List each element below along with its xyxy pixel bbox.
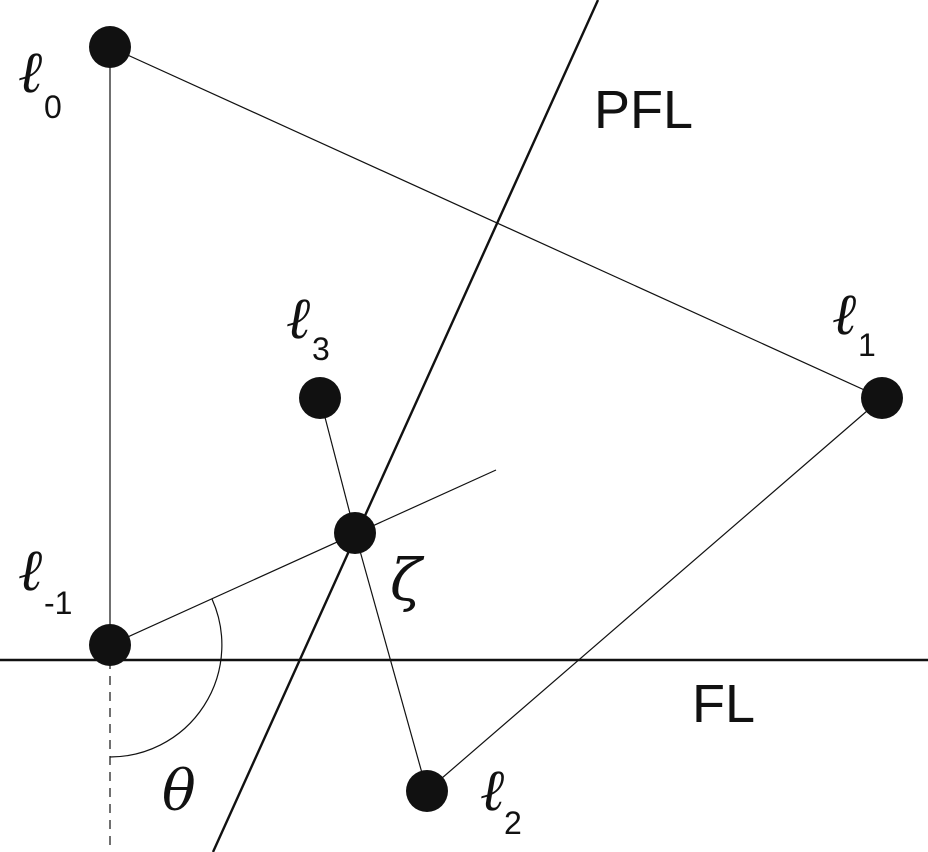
segment-zeta-l2: [354, 532, 428, 792]
pfl-label: PFL: [594, 80, 693, 140]
theta-arc: [109, 598, 223, 758]
segment-l3-zeta: [319, 397, 356, 534]
label-l0-sub: 0: [44, 89, 62, 125]
label-l0-symbol: ℓ: [18, 38, 42, 106]
point-l0: [89, 26, 131, 68]
fl-label: FL: [692, 674, 755, 734]
point-zeta: [334, 512, 376, 554]
point-l-1: [89, 624, 131, 666]
point-l2: [406, 770, 448, 812]
label-l3-sub: 3: [312, 331, 330, 367]
point-l3: [299, 377, 341, 419]
label-l-1-symbol: ℓ: [18, 536, 42, 604]
zeta-label: ζ: [390, 546, 425, 614]
label-l2-sub: 2: [504, 805, 522, 841]
label-l2-symbol: ℓ: [480, 756, 504, 824]
point-l1: [861, 377, 903, 419]
segment-l-1-zeta-extended: [109, 469, 497, 646]
label-l3-symbol: ℓ: [286, 284, 310, 352]
label-l1-sub: 1: [858, 327, 876, 363]
segment-l0-l1: [109, 46, 883, 399]
pfl-line: [211, 0, 600, 852]
label-l-1-sub: -1: [44, 585, 72, 621]
theta-label: θ: [162, 759, 196, 824]
label-l1-symbol: ℓ: [832, 280, 856, 348]
segment-l1-l2: [426, 397, 883, 792]
